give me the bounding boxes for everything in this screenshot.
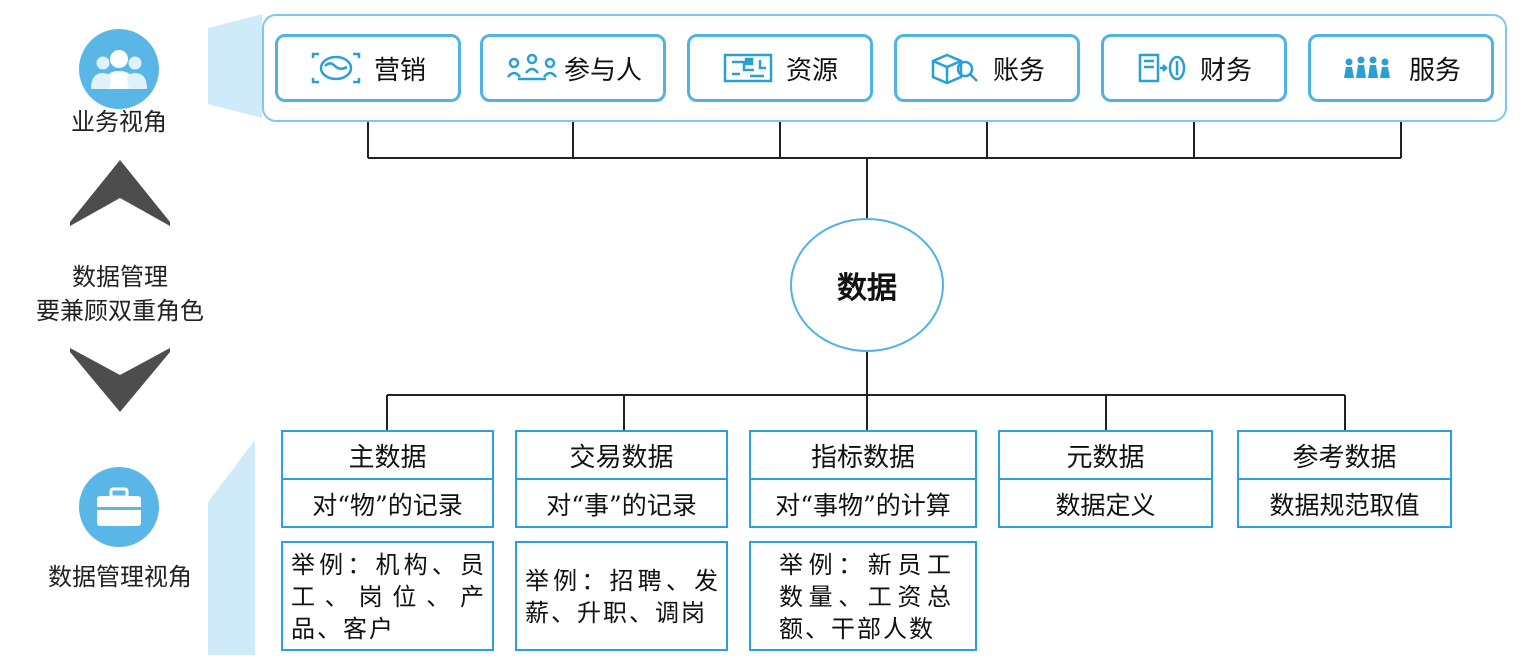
data-type-transaction: 交易数据 对“事”的记录	[515, 430, 728, 528]
dual-role-label-line2: 要兼顾双重角色	[36, 297, 204, 325]
box-magnifier-icon	[931, 53, 978, 85]
data-type-title: 元数据	[1000, 432, 1211, 480]
business-item-label: 营销	[373, 55, 426, 86]
data-type-desc: 数据定义	[1055, 491, 1156, 520]
data-type-metadata: 元数据 数据定义	[998, 430, 1213, 528]
data-type-desc: 对“事”的记录	[546, 491, 697, 520]
business-item-label: 财务	[1199, 55, 1252, 86]
document-money-icon	[1138, 53, 1186, 83]
example-metric: 举例：新员工数量、工资总额、干部人数	[749, 541, 977, 651]
business-item-service[interactable]: 服务	[1308, 34, 1494, 102]
business-item-marketing[interactable]: 营销	[275, 34, 461, 102]
example-master: 举例：机构、员工、岗位、产品、客户	[281, 541, 494, 651]
data-type-desc: 数据规范取值	[1269, 491, 1420, 520]
circuit-board-icon	[723, 53, 773, 83]
data-type-title: 指标数据	[751, 432, 975, 480]
business-view-label: 业务视角	[71, 108, 167, 136]
dual-role-label-line1: 数据管理	[72, 263, 168, 291]
data-type-title: 交易数据	[517, 432, 726, 480]
business-item-accounts[interactable]: 账务	[894, 34, 1080, 102]
business-item-label: 资源	[785, 55, 838, 86]
up-chevron	[70, 160, 170, 226]
down-chevron	[70, 348, 170, 412]
business-item-label: 服务	[1408, 55, 1461, 86]
data-type-metric: 指标数据 对“事物”的计算	[749, 430, 977, 528]
data-type-title: 主数据	[283, 432, 492, 480]
data-mgmt-view-label: 数据管理视角	[48, 563, 192, 591]
business-item-label: 账务	[992, 55, 1045, 86]
center-label: 数据	[837, 271, 897, 306]
business-item-participants[interactable]: 参与人	[480, 34, 666, 102]
globe-chart-icon	[311, 52, 361, 84]
people-meeting-icon	[506, 53, 557, 81]
example-transaction: 举例：招聘、发薪、升职、调岗	[515, 541, 728, 651]
business-item-resources[interactable]: 资源	[687, 34, 873, 102]
data-center-node: 数据	[790, 218, 944, 352]
business-projection	[208, 14, 262, 118]
data-type-title: 参考数据	[1239, 432, 1450, 480]
briefcase-icon	[79, 467, 159, 547]
business-users-icon	[79, 29, 159, 109]
business-panel	[262, 14, 1507, 122]
data-type-master: 主数据 对“物”的记录	[281, 430, 494, 528]
data-type-desc: 对“事物”的计算	[775, 491, 951, 520]
business-item-label: 参与人	[563, 55, 642, 86]
data-type-reference: 参考数据 数据规范取值	[1237, 430, 1452, 528]
business-item-finance[interactable]: 财务	[1101, 34, 1287, 102]
data-mgmt-projection	[208, 440, 255, 655]
team-group-icon	[1343, 56, 1390, 78]
data-type-desc: 对“物”的记录	[312, 491, 463, 520]
